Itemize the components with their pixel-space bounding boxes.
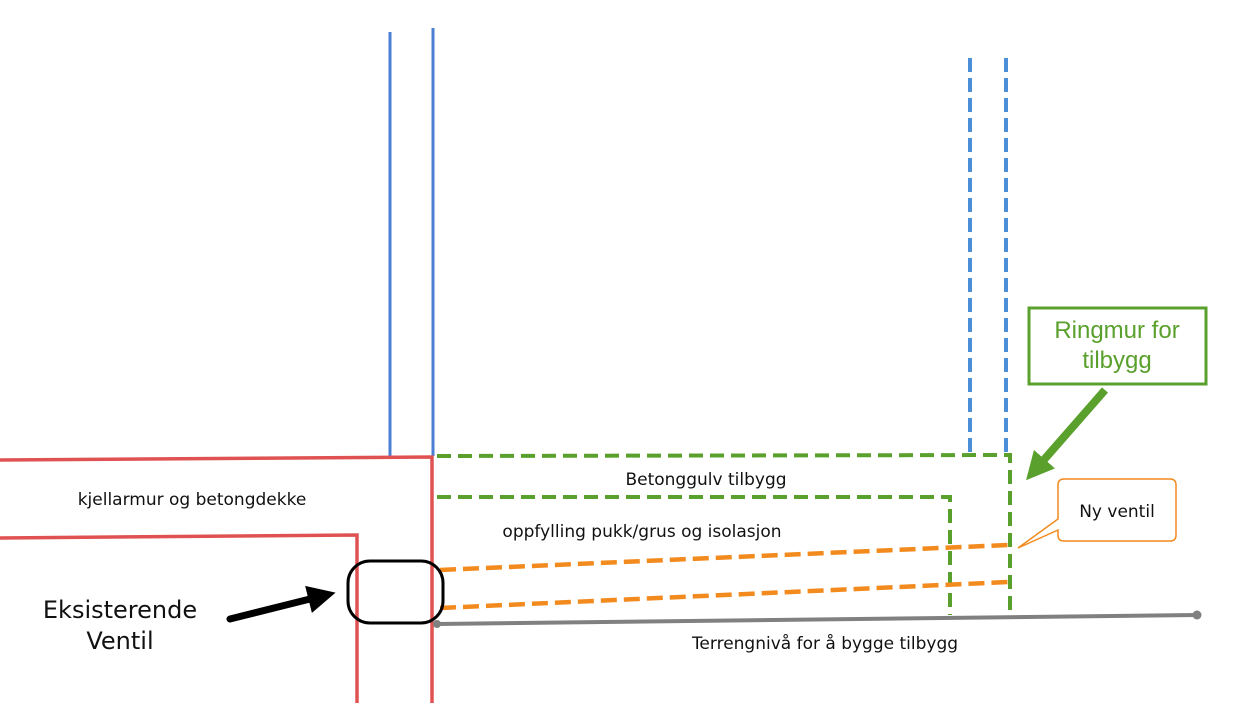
- ground-level-end-dot: [1192, 610, 1202, 620]
- new-pipe-upper: [439, 542, 1009, 573]
- fill-layer-outline: [437, 495, 952, 615]
- label-eksisterende: Eksisterende: [43, 596, 197, 624]
- label-terreng: Terrengnivå for å bygge tilbygg: [691, 633, 958, 654]
- ground-level-start-dot: [433, 620, 441, 628]
- ny-ventil-callout: [1017, 478, 1177, 549]
- ringmur-arrow: [1026, 387, 1109, 481]
- label-ny-ventil: Ny ventil: [1079, 502, 1155, 522]
- label-betonggulv: Betonggulv tilbygg: [625, 470, 786, 490]
- ringwall-outline: [436, 452, 1012, 615]
- label-oppfylling: oppfylling pukk/grus og isolasjon: [502, 522, 781, 542]
- label-ventil: Ventil: [86, 627, 153, 655]
- ground-level-line: [436, 613, 1198, 626]
- existing-valve-arrow: [226, 585, 336, 623]
- label-kjellarmur: kjellarmur og betongdekke: [78, 490, 307, 510]
- label-ringmur-line1: Ringmur for: [1054, 317, 1179, 344]
- existing-foundation-inner: [0, 533, 359, 703]
- label-ringmur-line2: tilbygg: [1082, 347, 1151, 374]
- ringmur-callout-box: [1027, 306, 1208, 386]
- existing-valve-marker: [346, 559, 445, 625]
- new-pipe-lower: [439, 579, 1009, 611]
